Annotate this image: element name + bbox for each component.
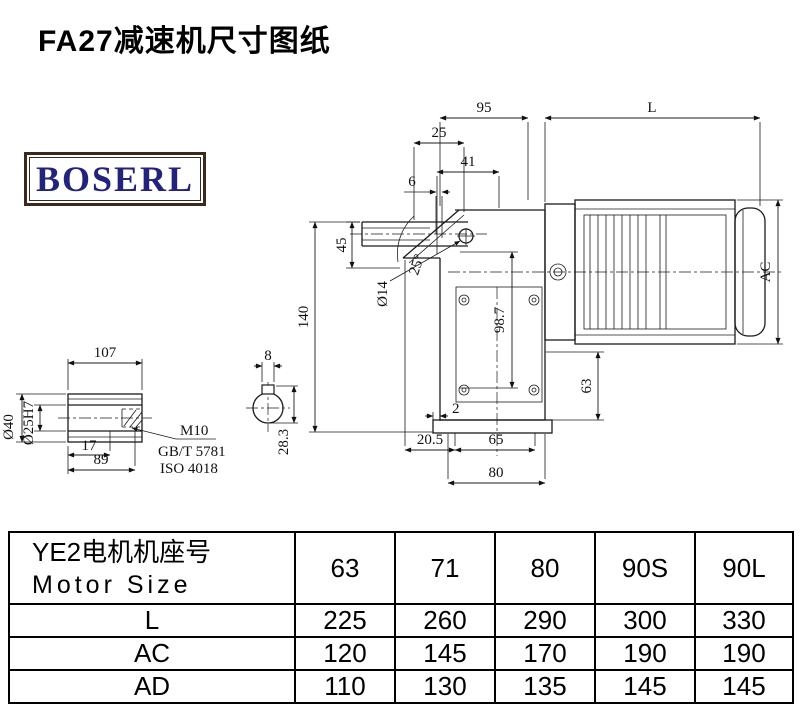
motor-frame-90L: 90L	[694, 531, 794, 605]
AD-90S: 145	[594, 669, 696, 704]
AC-90L: 190	[694, 636, 794, 671]
AD-80: 135	[494, 669, 596, 704]
table-row-AC: AC 120 145 170 190 190	[8, 636, 794, 671]
table-header-cn: YE2电机机座号	[32, 537, 212, 567]
dim-6-label: 6	[408, 174, 416, 190]
dim-20-5-label: 20.5	[417, 432, 443, 448]
AC-90S: 190	[594, 636, 696, 671]
dim-89-label: 89	[94, 452, 109, 468]
AD-90L: 145	[694, 669, 794, 704]
dim-28-3-label: 28.3	[276, 429, 292, 455]
thread-spec-m10: M10	[180, 423, 208, 439]
main-view-dimensions: 95 L 25 41 6 45	[296, 100, 783, 486]
dim-25-label: 25	[432, 125, 447, 141]
motor-frame-80: 80	[494, 531, 596, 605]
L-80: 290	[494, 603, 596, 638]
dim-140-label: 140	[296, 306, 312, 329]
boserl-logo: BOSERL	[24, 152, 206, 206]
dim-65-label: 65	[489, 432, 504, 448]
thread-spec-iso: ISO 4018	[160, 461, 218, 477]
row-label-AD: AD	[8, 669, 296, 704]
AC-71: 145	[394, 636, 496, 671]
table-row-L: L 225 260 290 300 330	[8, 603, 794, 638]
row-label-L: L	[8, 603, 296, 638]
L-71: 260	[394, 603, 496, 638]
dim-98-7-label: 98.7	[492, 306, 508, 333]
dim-8-label: 8	[264, 348, 272, 364]
motor-frame-63: 63	[294, 531, 396, 605]
dim-107-label: 107	[94, 345, 117, 361]
table-row-AD: AD 110 130 135 145 145	[8, 669, 794, 704]
motor-frame-90S: 90S	[594, 531, 696, 605]
AD-71: 130	[394, 669, 496, 704]
dim-AC-label: AC	[758, 262, 774, 283]
boserl-logo-frame: BOSERL	[29, 157, 201, 201]
dim-17-label: 17	[82, 438, 98, 454]
AC-80: 170	[494, 636, 596, 671]
dim-80-label: 80	[489, 465, 504, 481]
L-90S: 300	[594, 603, 696, 638]
motor-size-header-cell: YE2电机机座号 Motor Size	[8, 531, 296, 605]
row-label-AC: AC	[8, 636, 296, 671]
table-header-en: Motor Size	[32, 571, 192, 599]
dim-95-label: 95	[477, 100, 492, 116]
L-90L: 330	[694, 603, 794, 638]
AC-63: 120	[294, 636, 396, 671]
page-title: FA27减速机尺寸图纸	[38, 25, 331, 58]
dim-63-label: 63	[579, 379, 595, 394]
dim-dia14-label: Ø14	[375, 281, 391, 307]
AD-63: 110	[294, 669, 396, 704]
motor-frame-71: 71	[394, 531, 496, 605]
motor-fan-cover	[734, 207, 766, 337]
dim-dia40-label: Ø40	[1, 414, 17, 440]
dim-angle25-label: 25°	[406, 252, 428, 277]
dim-45-label: 45	[334, 238, 350, 253]
dimension-drawing: 95 L 25 41 6 45	[1, 100, 783, 486]
dim-dia25h7-label: Ø25H7	[21, 400, 37, 445]
shaft-detail-view: 107 17 89 M10 GB/T 5781 ISO 4018 Ø40	[1, 345, 226, 477]
table-header-row: YE2电机机座号 Motor Size 63 71 80 90S 90L	[8, 531, 794, 605]
L-63: 225	[294, 603, 396, 638]
shaft-section-view: 8 28.3	[246, 348, 298, 455]
main-view	[350, 199, 783, 456]
logo-text: BOSERL	[35, 159, 195, 199]
dim-41-label: 41	[461, 154, 476, 170]
dimension-table: YE2电机机座号 Motor Size 63 71 80 90S 90L L 2…	[8, 531, 794, 704]
dim-2-label: 2	[452, 401, 460, 417]
thread-spec-gbt: GB/T 5781	[158, 444, 226, 460]
dim-L-label: L	[647, 100, 656, 116]
